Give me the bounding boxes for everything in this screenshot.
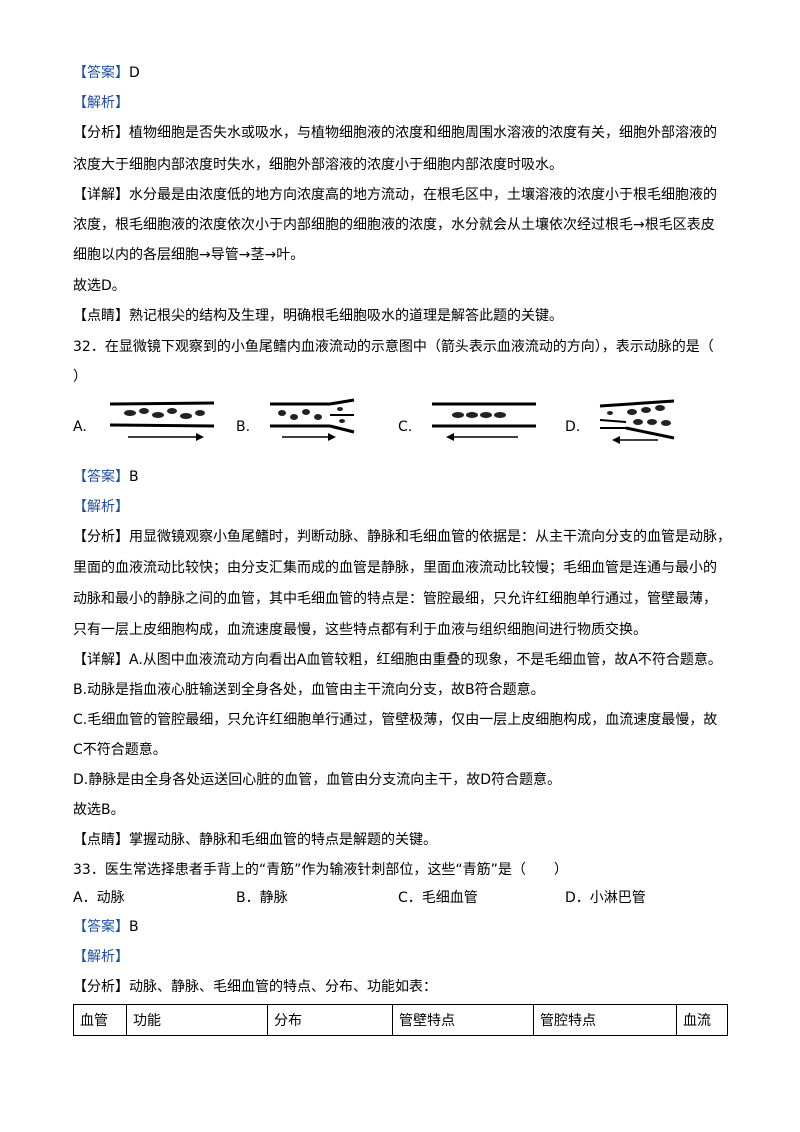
q32-xiangjie-line: B.动脉是指血液心脏输送到全身各处，血管由主干流向分支，故B符合题意。 [73,682,545,698]
q31-xiangjie-line: 浓度，根毛细胞液的浓度依次小于内部细胞的细胞液的浓度，水分就会从土壤依次经过根毛… [73,217,715,233]
vessel-c-image [432,402,536,441]
q33-option-d: D．小淋巴管 [565,890,646,906]
q33-answer-line: 【答案】B [73,919,139,935]
q32-fenxi-line: 里面的血液流动比较快；由分支汇集而成的血管是静脉，里面血液流动比较慢；毛细血管是… [73,560,717,576]
q32-analysis-tag: 【解析】 [73,499,129,515]
q31-choose: 故选D。 [73,278,126,294]
q31-xiangjie-line: 【详解】水分最是由浓度低的地方向浓度高的地方流动，在根毛区中，土壤溶液的浓度小于… [73,187,717,203]
vessel-comparison-table: 血管 功能 分布 管壁特点 管腔特点 血流 [73,1004,728,1036]
q32-answer-line: 【答案】B [73,469,139,485]
q31-answer-line: 【答案】D [73,65,140,81]
q32-dianjing: 【点睛】掌握动脉、静脉和毛细血管的特点是解题的关键。 [73,832,437,848]
vessel-a-image [109,401,215,441]
q32-stem: 32．在显微镜下观察到的小鱼尾鳍内血液流动的示意图中（箭头表示血液流动的方向），… [73,339,714,355]
q33-stem: 33．医生常选择患者手背上的“青筋”作为输液针刺部位，这些“青筋”是（ ） [73,862,568,878]
q31-fenxi-line: 浓度大于细胞内部浓度时失水，细胞外部溶液的浓度小于细胞内部浓度时吸水。 [73,157,563,173]
q32-fenxi-line: 动脉和最小的静脉之间的血管，其中毛细血管的特点是：管腔最细，只允许红细胞单行通过… [73,591,717,607]
q31-dianjing: 【点睛】熟记根尖的结构及生理，明确根毛细胞吸水的道理是解答此题的关键。 [73,308,563,324]
q32-stem-cont: ） [73,369,87,385]
table-header-row: 血管 功能 分布 管壁特点 管腔特点 血流 [73,1004,728,1036]
q32-fenxi-line: 只有一层上皮细胞构成，血流速度最慢，这些特点都有利于血液与组织细胞间进行物质交换… [73,622,647,638]
q32-fenxi-line: 【分析】用显微镜观察小鱼尾鳍时，判断动脉、静脉和毛细血管的依据是：从主干流向分支… [73,529,731,545]
table-header-cell: 分布 [267,1004,393,1036]
table-header-cell: 血管 [73,1004,127,1036]
vessel-b-image [270,398,355,441]
q33-fenxi-line: 【分析】动脉、静脉、毛细血管的特点、分布、功能如表： [73,979,437,995]
q31-xiangjie-line: 细胞以内的各层细胞→导管→茎→叶。 [73,247,305,263]
q31-fenxi-line: 【分析】植物细胞是否失水或吸水，与植物细胞液的浓度和细胞周围水溶液的浓度有关，细… [73,125,717,141]
q33-analysis-tag: 【解析】 [73,949,129,965]
table-header-cell: 血流 [676,1004,728,1036]
q32-xiangjie-line: C不符合题意。 [73,742,167,758]
vessel-d-image [599,399,675,444]
table-header-cell: 管腔特点 [533,1004,677,1036]
table-header-cell: 功能 [126,1004,268,1036]
q32-option-d-label: D. [565,419,581,435]
q32-xiangjie-line: 【详解】A.从图中血液流动方向看出A血管较粗，红细胞由重叠的现象，不是毛细血管，… [73,652,722,668]
q32-option-b-label: B. [236,419,251,435]
q31-analysis-tag: 【解析】 [73,95,129,111]
q32-choose: 故选B。 [73,802,125,818]
q32-option-a-label: A. [73,419,87,435]
q33-option-c: C．毛细血管 [398,890,478,906]
q33-option-b: B．静脉 [236,890,288,906]
q32-xiangjie-line: C.毛细血管的管腔最细，只允许红细胞单行通过，管壁极薄，仅由一层上皮细胞构成，血… [73,712,718,728]
q32-option-c-label: C. [398,419,413,435]
q32-xiangjie-line: D.静脉是由全身各处运送回心脏的血管，血管由分支流向主干，故D符合题意。 [73,772,562,788]
table-header-cell: 管壁特点 [392,1004,534,1036]
q33-option-a: A．动脉 [73,890,125,906]
